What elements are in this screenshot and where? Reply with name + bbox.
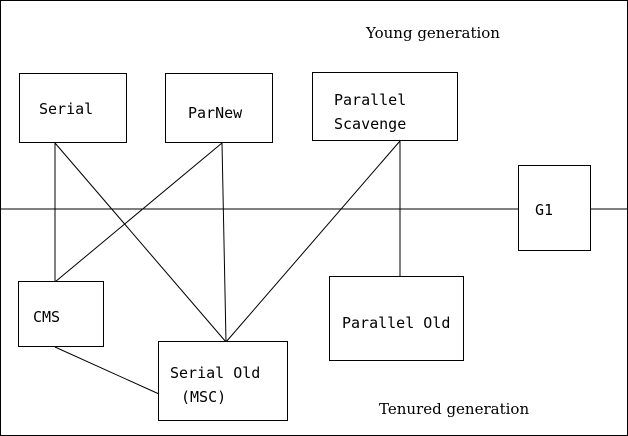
- edge-serial-serial-old: [54, 142, 227, 343]
- parallel-old-box[interactable]: Parallel Old: [329, 276, 464, 361]
- edge-cms-serial-old: [54, 346, 160, 395]
- serial-label: Serial: [39, 100, 93, 118]
- serial-old-label-line1: Serial Old: [170, 364, 260, 382]
- young-generation-label: Young generation: [365, 24, 500, 42]
- serial-old-label-line2: (MSC): [181, 388, 226, 406]
- connections: [54, 140, 401, 395]
- serial-box[interactable]: Serial: [19, 73, 127, 143]
- parallel-scavenge-label-line1: Parallel: [334, 91, 406, 109]
- edge-parnew-cms: [54, 142, 223, 283]
- edge-parnew-serial-old: [221, 142, 227, 343]
- g1-box[interactable]: G1: [518, 165, 591, 251]
- serial-old-box[interactable]: Serial Old (MSC): [158, 341, 288, 421]
- edge-parallel-scavenge-serial-old: [225, 140, 401, 343]
- tenured-generation-label: Tenured generation: [379, 400, 529, 418]
- parallel-old-label: Parallel Old: [342, 314, 450, 332]
- g1-label: G1: [535, 201, 553, 219]
- parnew-label: ParNew: [188, 104, 243, 122]
- parallel-scavenge-box[interactable]: Parallel Scavenge: [312, 72, 458, 141]
- cms-label: CMS: [33, 308, 60, 326]
- parallel-scavenge-label-line2: Scavenge: [334, 115, 406, 133]
- parnew-box[interactable]: ParNew: [165, 73, 273, 143]
- cms-box[interactable]: CMS: [18, 281, 104, 347]
